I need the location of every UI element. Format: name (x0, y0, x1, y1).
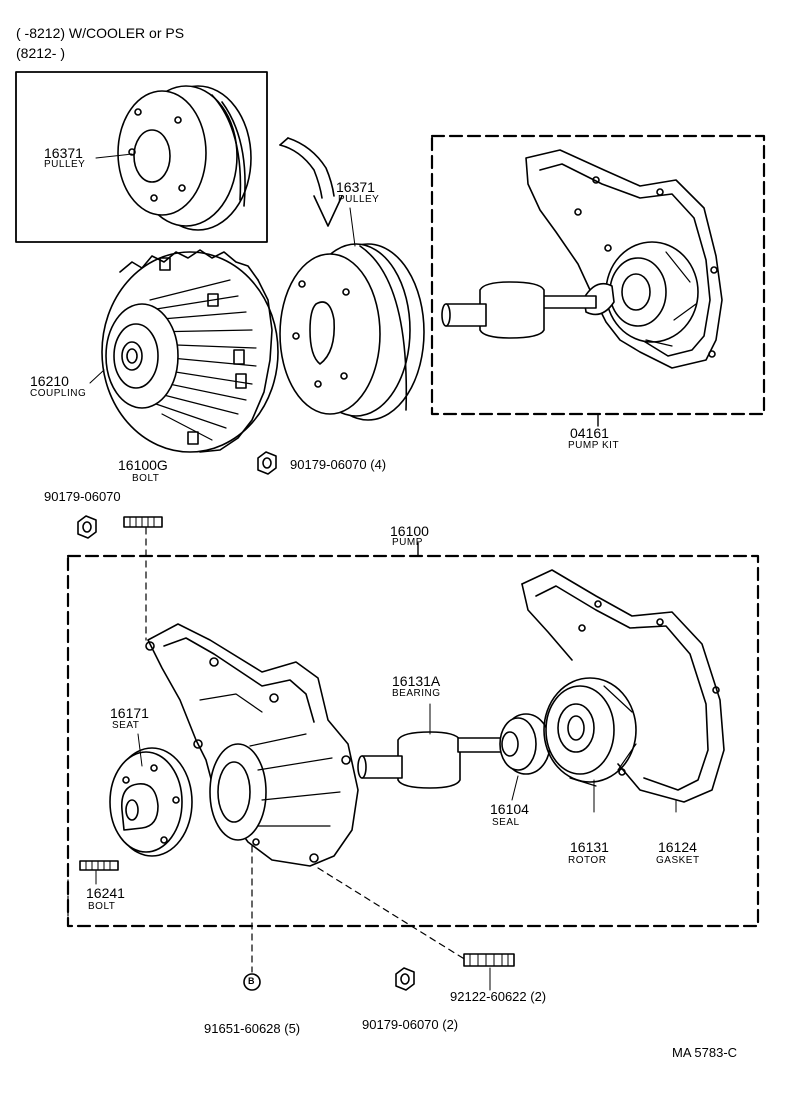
part-name-pump-kit: PUMP KIT (568, 440, 620, 451)
part-name-bolt-g: BOLT (132, 473, 160, 484)
header-line-1: ( -8212) W/COOLER or PS (16, 25, 185, 41)
leader-lines (95, 703, 677, 885)
part-name-pump: PUMP (392, 537, 423, 548)
part-number-plug: 91651-60628 (5) (204, 1021, 301, 1036)
alt-pulley-illustration (117, 85, 252, 231)
part-name-pulley-alt: PULLEY (44, 159, 86, 170)
pulley-illustration (279, 243, 425, 421)
part-number-bolt-g: 16100G (118, 457, 168, 473)
pump-body-illustration (145, 623, 359, 867)
bolt-illustration (79, 860, 119, 871)
coupling-illustration (101, 249, 279, 453)
part-name-pulley: PULLEY (338, 194, 380, 205)
rotor-illustration (543, 677, 637, 787)
alt-pulley-frame (15, 71, 268, 243)
replacement-arrow (279, 137, 343, 227)
part-number-bearing: 16131A (392, 673, 441, 689)
part-number-seal: 16104 (490, 801, 529, 817)
stud-illustration (463, 953, 515, 967)
seat-illustration (109, 747, 193, 857)
bolt-g-illustration (123, 516, 163, 528)
part-number-bolt: 16241 (86, 885, 125, 901)
nut-single-illustration (77, 515, 97, 539)
part-number-pulley: 16371 (336, 179, 375, 195)
part-number-seat: 16171 (110, 705, 149, 721)
nut-bottom-illustration (395, 967, 415, 991)
part-name-rotor: ROTOR (568, 855, 607, 866)
gasket-illustration (521, 569, 725, 803)
part-number-nut-single: 90179-06070 (44, 489, 121, 504)
part-name-bearing: BEARING (392, 688, 441, 699)
part-name-bolt: BOLT (88, 901, 116, 912)
part-number-pulley-alt: 16371 (44, 145, 83, 161)
nut-coupling-illustration (257, 451, 277, 475)
part-name-coupling: COUPLING (30, 388, 87, 399)
pump-kit-illustration (441, 149, 723, 369)
plug-marker: B (248, 976, 255, 986)
part-number-nut-bottom: 90179-06070 (2) (362, 1017, 459, 1032)
part-number-nut-coupling: 90179-06070 (4) (290, 457, 387, 472)
bearing-illustration (357, 731, 505, 789)
part-number-coupling: 16210 (30, 373, 69, 389)
part-number-pump-kit: 04161 (570, 425, 609, 441)
figure-code: MA 5783-C (672, 1045, 738, 1060)
plug-illustration (243, 973, 261, 991)
part-number-pump: 16100 (390, 523, 429, 539)
part-name-seal: SEAL (492, 817, 520, 828)
part-number-gasket: 16124 (658, 839, 697, 855)
part-name-seat: SEAT (112, 720, 140, 731)
part-number-rotor: 16131 (570, 839, 609, 855)
header-line-2: (8212- ) (16, 45, 66, 61)
pump-frame (66, 554, 760, 928)
part-number-stud: 92122-60622 (2) (450, 989, 547, 1004)
seal-illustration (499, 713, 551, 775)
part-name-gasket: GASKET (656, 855, 700, 866)
